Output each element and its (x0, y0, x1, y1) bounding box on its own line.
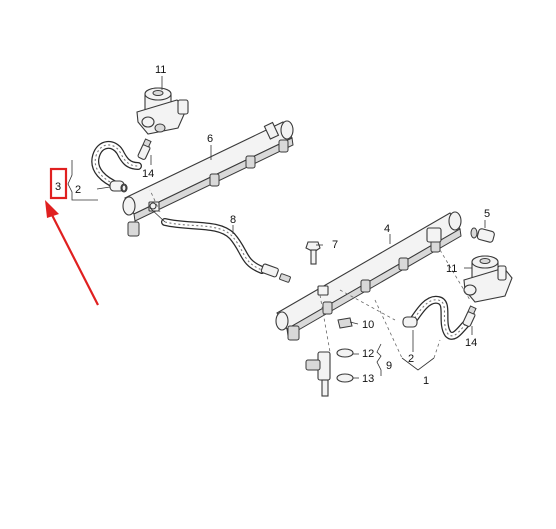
callout-1: 1 (423, 375, 429, 387)
clip-10 (337, 317, 353, 329)
sensor-14-lower (462, 305, 477, 327)
callout-9: 9 (386, 360, 392, 372)
highlight-box-icon (49, 167, 68, 200)
callout-8: 8 (230, 214, 236, 226)
fuel-rail-upper (122, 120, 294, 237)
high-pressure-pump-lower (463, 255, 513, 303)
seal-rings (121, 184, 354, 383)
callout-10: 10 (362, 319, 374, 331)
leader-lines (67, 76, 486, 379)
callout-2-upper: 2 (75, 184, 81, 196)
callout-14-lower: 14 (465, 337, 477, 349)
sensor-14-upper (137, 138, 152, 160)
connecting-fuel-line (149, 207, 291, 283)
callout-11-upper: 11 (155, 64, 166, 76)
callout-13: 13 (362, 373, 374, 385)
callout-12: 12 (362, 348, 374, 360)
red-arrow-icon (50, 212, 99, 306)
callout-7: 7 (332, 239, 338, 251)
red-arrow-head (45, 200, 59, 218)
bolt-7 (305, 241, 321, 265)
callout-2-lower: 2 (408, 353, 414, 365)
callout-6: 6 (207, 133, 213, 145)
pressure-line-lower (402, 295, 470, 340)
callout-11-lower: 11 (446, 263, 457, 275)
fuel-rail-lower (275, 211, 462, 341)
callout-4: 4 (384, 223, 390, 235)
callout-labels: 11 6 14 3 2 8 7 4 5 11 10 14 12 2 9 13 1 (55, 64, 490, 387)
callout-3: 3 (55, 181, 61, 193)
pressure-sensor-5 (470, 227, 495, 243)
high-pressure-pump-upper (136, 87, 189, 135)
highlight-annotation (45, 167, 99, 306)
pressure-line-upper (91, 141, 142, 193)
callout-14-upper: 14 (142, 168, 154, 180)
callout-5: 5 (484, 208, 490, 220)
injector-9 (305, 351, 331, 397)
